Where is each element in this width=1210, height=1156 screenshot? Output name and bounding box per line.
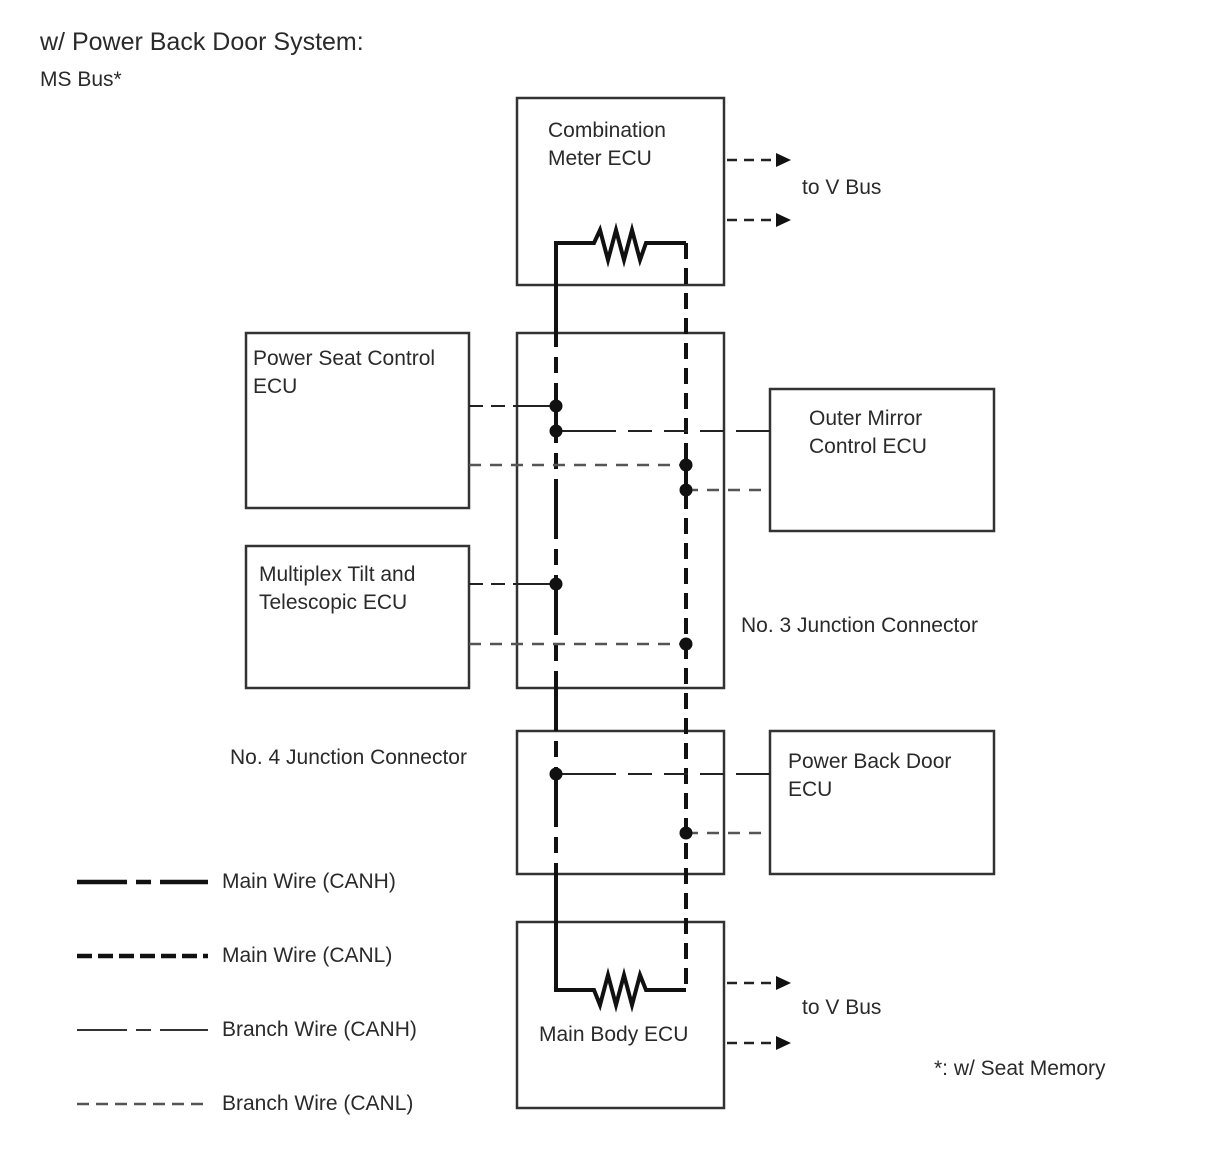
splice-dot xyxy=(679,483,693,497)
main-body-ecu-box xyxy=(515,920,726,1110)
legend-label-main-canl: Main Wire (CANL) xyxy=(222,944,393,967)
power-seat-ecu-label-2: ECU xyxy=(253,375,298,398)
splice-dot xyxy=(549,577,563,591)
power-back-door-ecu-label-2: ECU xyxy=(788,778,833,801)
main-wire-canh-top-resistor xyxy=(554,222,686,287)
outer-mirror-ecu-label-2: Control ECU xyxy=(809,435,927,458)
no3-junction-connector-label: No. 3 Junction Connector xyxy=(741,614,978,637)
splice-dot xyxy=(549,399,563,413)
multiplex-tilt-telescopic-ecu-box xyxy=(244,544,471,690)
tilt-telescopic-ecu-label-2: Telescopic ECU xyxy=(259,591,408,614)
outer-mirror-control-ecu-box xyxy=(768,387,996,533)
arrowhead-icon xyxy=(776,153,791,167)
legend-label-branch-canl: Branch Wire (CANL) xyxy=(222,1092,414,1115)
tilt-telescopic-ecu-label-1: Multiplex Tilt and xyxy=(259,563,416,586)
power-seat-ecu-label-1: Power Seat Control xyxy=(253,347,436,370)
arrowhead-icon xyxy=(776,213,791,227)
no3-junction-connector-box xyxy=(515,331,726,690)
main-body-ecu-label: Main Body ECU xyxy=(539,1023,689,1046)
legend-label-branch-canh: Branch Wire (CANH) xyxy=(222,1018,417,1041)
power-back-door-ecu-box xyxy=(768,729,996,876)
diagram-title: w/ Power Back Door System: xyxy=(40,28,364,56)
no4-junction-connector-label: No. 4 Junction Connector xyxy=(230,746,467,769)
outer-mirror-ecu-label-1: Outer Mirror xyxy=(809,407,923,430)
main-wire-canh-bottom-resistor xyxy=(554,922,686,1013)
no4-junction-connector-box xyxy=(515,729,726,876)
v-bus-label-bottom: to V Bus xyxy=(802,996,882,1019)
combination-meter-ecu-label-2: Meter ECU xyxy=(548,147,652,170)
combination-meter-ecu-label-1: Combination xyxy=(548,119,666,142)
splice-dot xyxy=(679,637,693,651)
bus-subtitle: MS Bus* xyxy=(40,68,122,91)
legend-label-main-canh: Main Wire (CANH) xyxy=(222,870,396,893)
power-back-door-ecu-label-1: Power Back Door xyxy=(788,750,952,773)
v-bus-label-top: to V Bus xyxy=(802,176,882,199)
arrowhead-icon xyxy=(776,976,791,990)
splice-dot xyxy=(549,767,563,781)
splice-dot xyxy=(549,424,563,438)
arrowhead-icon xyxy=(776,1036,791,1050)
splice-dot xyxy=(679,458,693,472)
footnote: *: w/ Seat Memory xyxy=(934,1057,1106,1080)
splice-dot xyxy=(679,826,693,840)
power-seat-control-ecu-box xyxy=(244,331,471,510)
